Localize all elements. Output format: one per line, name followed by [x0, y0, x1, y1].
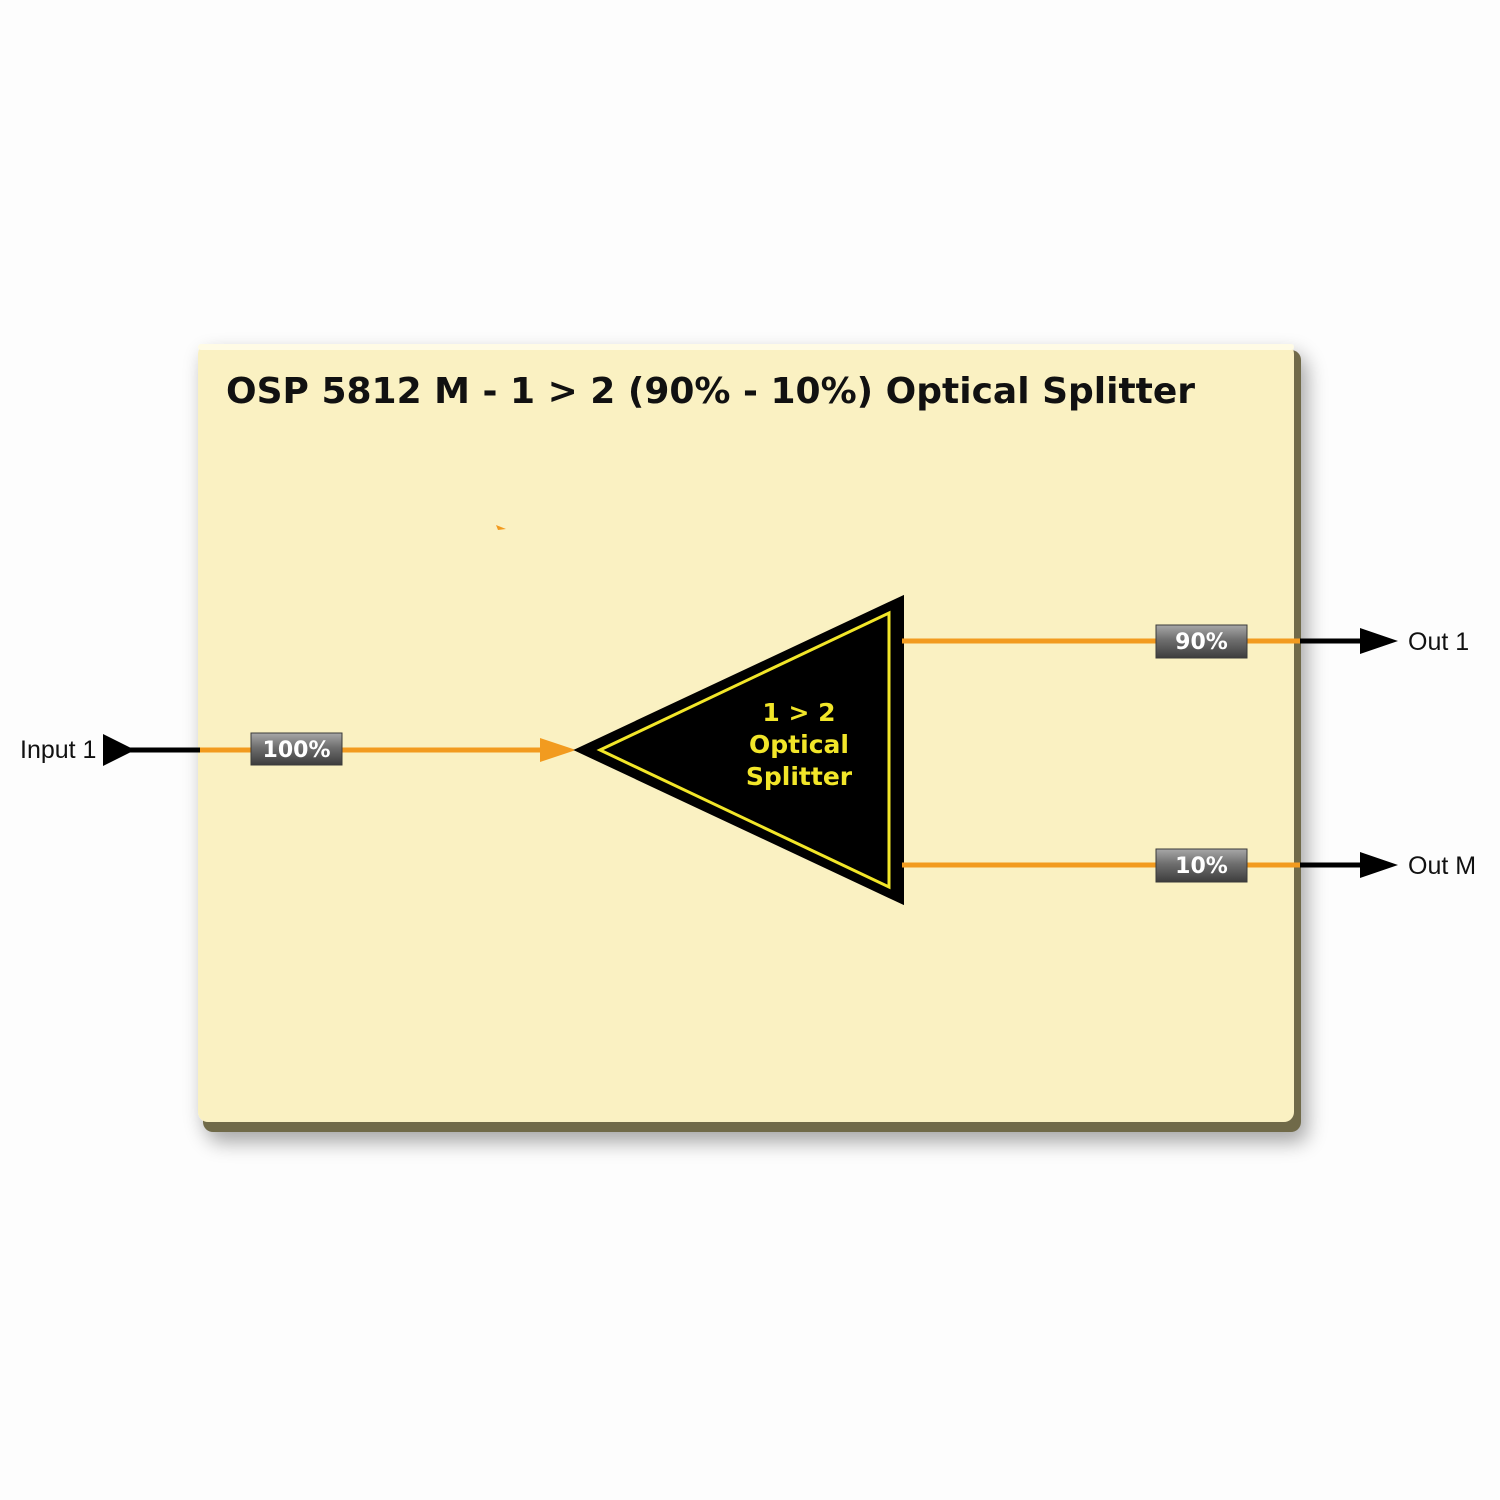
- out-m-percent-badge: 10%: [1155, 848, 1248, 883]
- splitter-label-line-1: 1 > 2: [762, 698, 835, 727]
- out-m-arrow-icon: [1360, 852, 1398, 878]
- stray-mark: [496, 525, 506, 530]
- out-1-percent-label: 90%: [1175, 630, 1228, 655]
- out-1-percent-badge: 90%: [1155, 624, 1248, 659]
- out-m-percent-label: 10%: [1175, 854, 1228, 879]
- panel-highlight: [198, 344, 1294, 350]
- out-1-arrow-icon: [1360, 628, 1398, 654]
- optical-splitter: 1 > 2 Optical Splitter: [573, 594, 904, 906]
- out-m-label: Out M: [1408, 852, 1476, 880]
- module-title: OSP 5812 M - 1 > 2 (90% - 10%) Optical S…: [226, 371, 1195, 412]
- splitter-label-line-3: Splitter: [746, 762, 853, 791]
- out-1-label: Out 1: [1408, 628, 1469, 656]
- input-arrow-icon: [103, 734, 135, 766]
- splitter-label-line-2: Optical: [749, 730, 849, 759]
- splitter-body: [573, 594, 904, 906]
- input-fiber-arrow-icon: [540, 738, 576, 762]
- input-percent-badge: 100%: [250, 732, 343, 766]
- input-1-label: Input 1: [20, 736, 96, 764]
- splitter-inner-outline: [596, 610, 891, 890]
- input-percent-label: 100%: [263, 738, 331, 763]
